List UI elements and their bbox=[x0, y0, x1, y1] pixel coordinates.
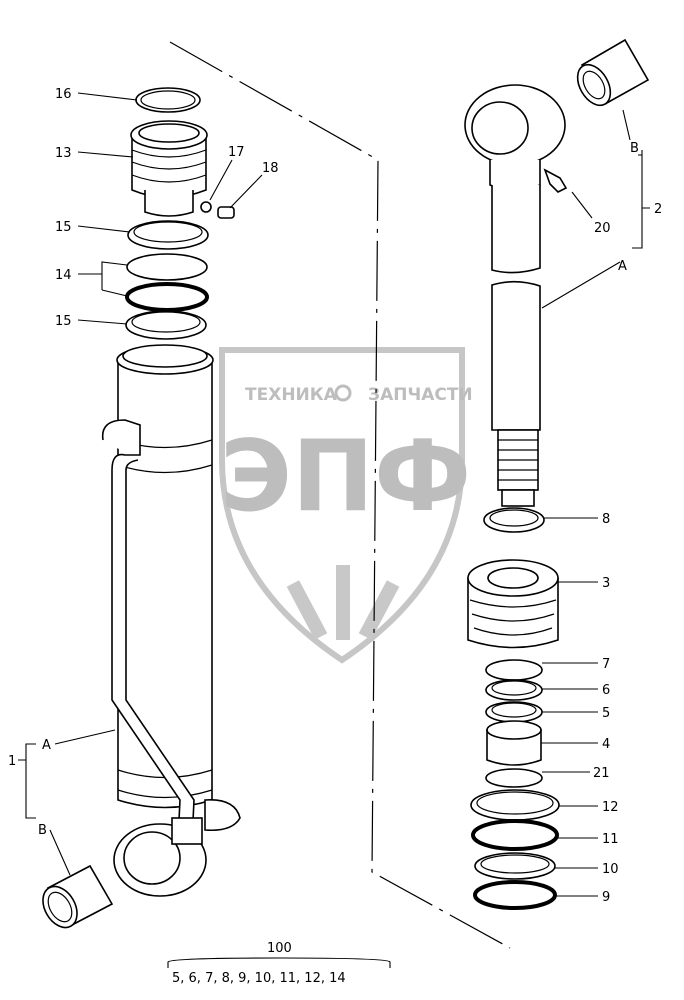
callout-12: 12 bbox=[602, 800, 619, 815]
axis-line bbox=[169, 41, 511, 949]
part-4-piston bbox=[486, 720, 542, 766]
part-14-ring bbox=[126, 253, 208, 281]
part-17-ball bbox=[200, 201, 212, 213]
part-18-plug bbox=[217, 206, 235, 219]
wheat-icon bbox=[286, 580, 328, 640]
callout-2: 2 bbox=[654, 202, 662, 217]
part-12-ring bbox=[470, 789, 560, 821]
callout-3: 3 bbox=[602, 576, 610, 591]
callout-b-right: B bbox=[630, 141, 639, 156]
callout-a-left: A bbox=[42, 738, 51, 753]
piston-rod bbox=[464, 84, 568, 507]
gear-icon bbox=[334, 384, 352, 402]
callout-11: 11 bbox=[602, 832, 619, 847]
callout-a-right: A bbox=[618, 259, 627, 274]
callout-18: 18 bbox=[262, 161, 279, 176]
cylinder-barrel bbox=[101, 344, 241, 897]
part-9-o-ring bbox=[473, 880, 557, 910]
callout-15b: 15 bbox=[55, 314, 72, 329]
part-11-o-ring bbox=[471, 819, 559, 851]
part-10-ring bbox=[474, 852, 556, 880]
callout-13: 13 bbox=[55, 146, 72, 161]
callout-7: 7 bbox=[602, 657, 610, 672]
callout-kit-contents: 5, 6, 7, 8, 9, 10, 11, 12, 14 bbox=[172, 971, 346, 986]
callout-5: 5 bbox=[602, 706, 610, 721]
callout-1: 1 bbox=[8, 754, 16, 769]
part-6-ring bbox=[485, 679, 543, 701]
callout-17: 17 bbox=[228, 145, 245, 160]
part-3-gland bbox=[467, 559, 559, 649]
bushing-b-left bbox=[42, 864, 114, 929]
callout-kit-number: 100 bbox=[267, 941, 292, 956]
part-13-cylinder-head bbox=[130, 120, 208, 217]
watermark-text-right: ЗАПЧАСТИ bbox=[368, 385, 473, 405]
part-21-ring bbox=[485, 768, 543, 788]
watermark-shield: ТЕХНИКА ЗАПЧАСТИ ЭПФ bbox=[219, 347, 473, 664]
watermark-letters: ЭПФ bbox=[220, 420, 471, 534]
callout-10: 10 bbox=[602, 862, 619, 877]
part-5-ring bbox=[485, 701, 543, 723]
part-8-ring bbox=[483, 507, 545, 533]
callout-16: 16 bbox=[55, 87, 72, 102]
callout-15a: 15 bbox=[55, 220, 72, 235]
callout-9: 9 bbox=[602, 890, 610, 905]
callout-b-left: B bbox=[38, 823, 47, 838]
part-20-grease-fitting bbox=[543, 168, 568, 193]
watermark-text-left: ТЕХНИКА bbox=[245, 385, 338, 405]
callout-8: 8 bbox=[602, 512, 610, 527]
wheat-icon bbox=[336, 565, 350, 640]
wheat-icon bbox=[358, 580, 400, 640]
callout-20: 20 bbox=[594, 221, 611, 236]
bushing-b-right bbox=[576, 38, 650, 107]
part-7-ring bbox=[485, 659, 543, 681]
part-15-backup-ring bbox=[127, 220, 209, 250]
callout-14: 14 bbox=[55, 268, 72, 283]
part-14-o-ring bbox=[125, 282, 209, 312]
callout-21: 21 bbox=[593, 766, 610, 781]
callout-4: 4 bbox=[602, 737, 610, 752]
part-15-backup-ring bbox=[125, 310, 207, 340]
callout-6: 6 bbox=[602, 683, 610, 698]
